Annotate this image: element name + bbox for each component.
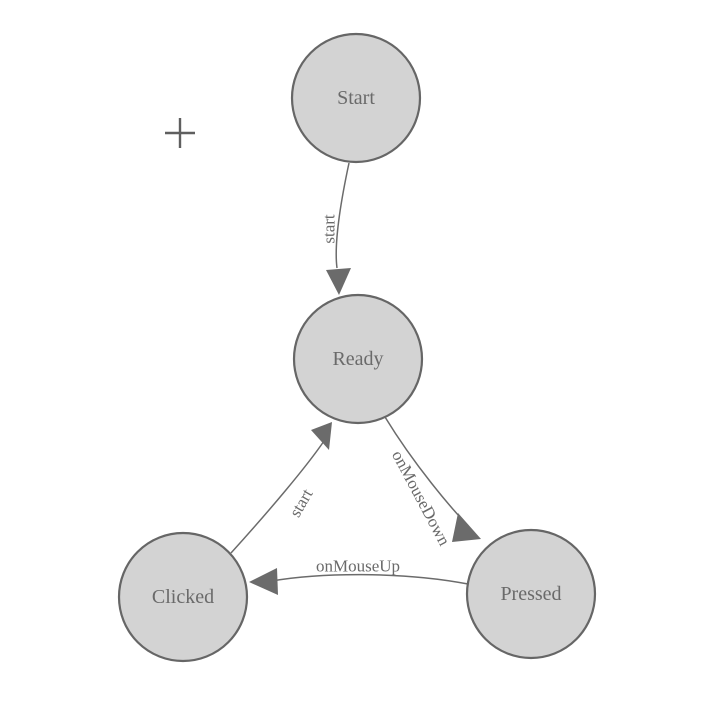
edge-pressed-to-clicked[interactable]: onMouseUp bbox=[249, 557, 469, 596]
node-shape[interactable] bbox=[117, 531, 249, 663]
crosshair-icon bbox=[165, 118, 195, 148]
node-clicked[interactable]: Clicked bbox=[117, 531, 249, 663]
arrowhead-icon bbox=[326, 268, 351, 295]
node-shape[interactable] bbox=[290, 32, 422, 164]
edge-ready-to-pressed[interactable]: onMouseDown bbox=[384, 416, 481, 549]
node-label-start: Start bbox=[337, 87, 375, 109]
edge-label-start-to-ready: start bbox=[320, 214, 339, 244]
node-label-ready: Ready bbox=[332, 348, 383, 370]
node-shape[interactable] bbox=[465, 528, 597, 660]
node-pressed[interactable]: Pressed bbox=[465, 528, 597, 660]
arrowhead-icon bbox=[452, 513, 481, 542]
node-group: Start Ready Clicked Pressed bbox=[117, 32, 597, 663]
node-label-pressed: Pressed bbox=[500, 583, 561, 605]
edge-path bbox=[230, 440, 325, 554]
edge-path bbox=[271, 573, 469, 585]
edge-clicked-to-ready[interactable]: start bbox=[230, 422, 332, 554]
arrowhead-icon bbox=[311, 422, 332, 450]
edge-path bbox=[335, 162, 350, 269]
edge-group: start onMouseDown onMouseUp start bbox=[230, 162, 481, 596]
edge-label-clicked-to-ready: start bbox=[285, 485, 316, 520]
node-start[interactable]: Start bbox=[290, 32, 422, 164]
node-ready[interactable]: Ready bbox=[292, 293, 424, 425]
edge-label-on-mouse-up: onMouseUp bbox=[316, 557, 400, 576]
arrowhead-icon bbox=[249, 568, 278, 595]
edge-start-to-ready[interactable]: start bbox=[320, 162, 352, 295]
node-shape[interactable] bbox=[292, 293, 424, 425]
node-label-clicked: Clicked bbox=[152, 586, 214, 608]
